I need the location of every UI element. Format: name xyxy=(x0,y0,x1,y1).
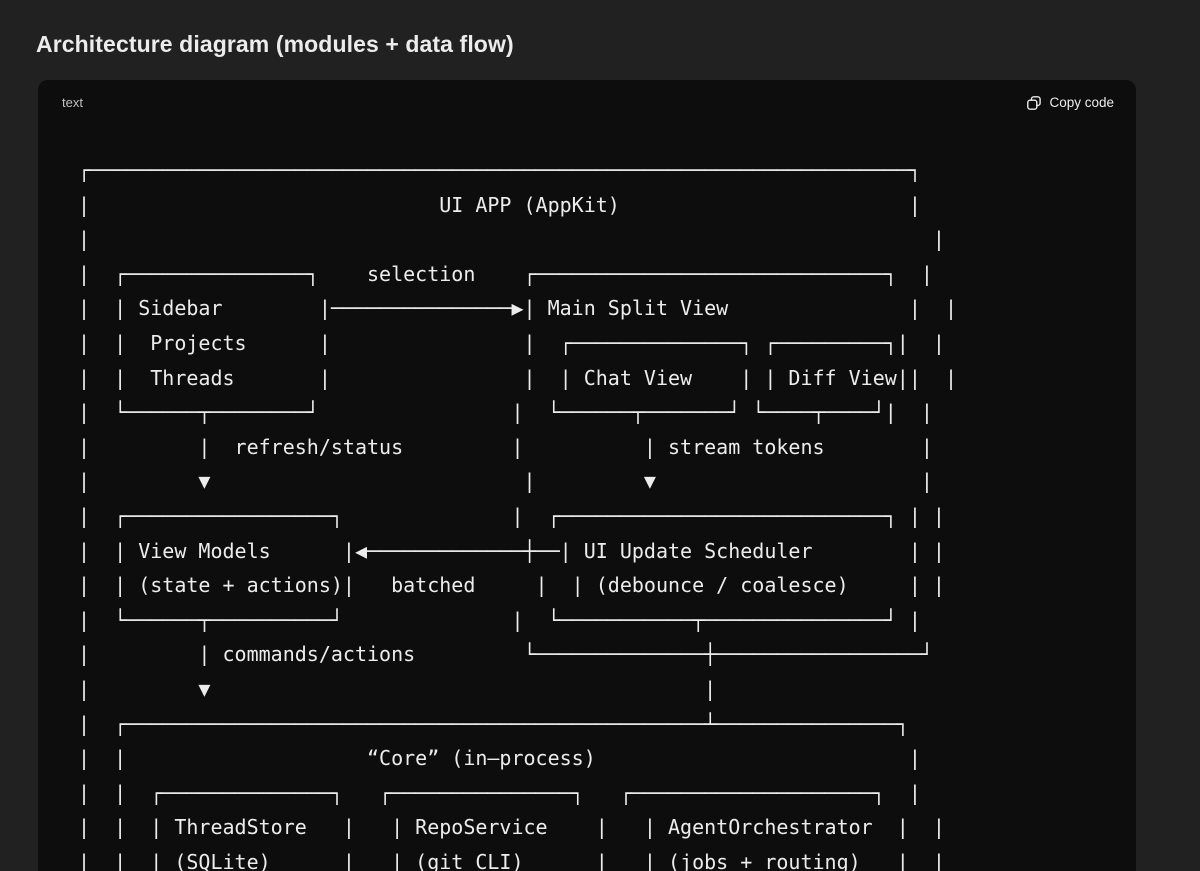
copy-code-button[interactable]: Copy code xyxy=(1026,95,1114,111)
code-language-label: text xyxy=(62,95,83,110)
ascii-architecture-diagram: ┌───────────────────────────────────────… xyxy=(78,158,957,871)
copy-code-label: Copy code xyxy=(1049,95,1114,110)
code-block: text Copy code ┌────────────────────────… xyxy=(38,80,1136,871)
code-block-header: text Copy code xyxy=(38,80,1136,112)
copy-icon xyxy=(1026,95,1042,111)
page-title: Architecture diagram (modules + data flo… xyxy=(36,31,514,57)
